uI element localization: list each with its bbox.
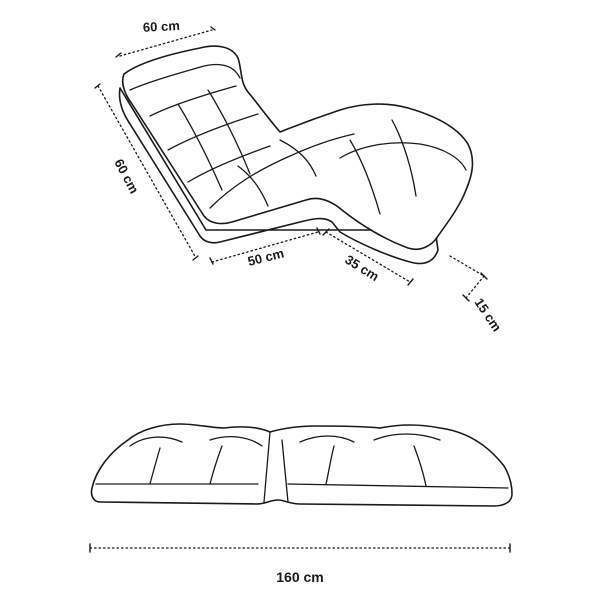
dim-line-seat-length [211, 231, 319, 263]
label-seat-length: 50 cm [246, 245, 285, 268]
flat-lounger-hinge [263, 431, 289, 503]
dim-tick [192, 255, 199, 261]
flat-tuft-seam [325, 445, 335, 485]
dim-tick [407, 278, 414, 286]
flat-lounger-outline [90, 423, 513, 507]
seat-seam [209, 133, 355, 209]
flat-lounger-base-line [95, 483, 509, 489]
flat-tuft-seam [129, 436, 183, 447]
back-tuft-seam [187, 145, 271, 183]
label-thickness: 15 cm [472, 295, 505, 334]
dim-tick [480, 272, 488, 280]
dim-line-thickness [465, 275, 485, 299]
dim-tick [209, 257, 214, 265]
label-total-length: 160 cm [276, 569, 323, 585]
flat-tuft-seam [299, 435, 355, 443]
label-back-length: 60 cm [111, 156, 142, 196]
back-tuft-seam [207, 89, 251, 175]
dim-tick [94, 83, 101, 89]
flat-tuft-seam [373, 433, 441, 441]
label-leg-length: 35 cm [342, 252, 381, 284]
dim-line-leg-length [325, 231, 411, 283]
label-top-width: 60 cm [143, 18, 181, 35]
dim-line-thickness [449, 255, 485, 277]
dim-tick [462, 294, 470, 302]
flat-tuft-seam [209, 445, 223, 485]
folded-lounger-illustration [118, 45, 474, 265]
flat-tuft-seam [209, 435, 263, 447]
dimension-lines [89, 26, 511, 553]
flat-lounger-illustration [90, 423, 513, 507]
lounger-top-cushion [121, 45, 474, 251]
back-cushion-edge [129, 63, 241, 91]
back-tuft-seam [167, 113, 259, 151]
dim-tick [316, 227, 321, 235]
back-tuft-seam [177, 103, 223, 191]
leg-cushion-seam [349, 139, 381, 215]
seat-seam [237, 165, 269, 207]
flat-tuft-seam [413, 445, 427, 487]
seat-seam [279, 139, 317, 177]
dim-line-back-length [97, 85, 197, 259]
back-tuft-seam [149, 85, 237, 117]
flat-tuft-seam [149, 447, 161, 485]
dim-tick [210, 26, 216, 31]
dim-tick [115, 52, 122, 58]
dim-tick [322, 228, 330, 236]
leg-cushion-seam [391, 119, 417, 197]
leg-cushion-seam [339, 142, 467, 171]
lounger-base-layer [118, 87, 439, 265]
